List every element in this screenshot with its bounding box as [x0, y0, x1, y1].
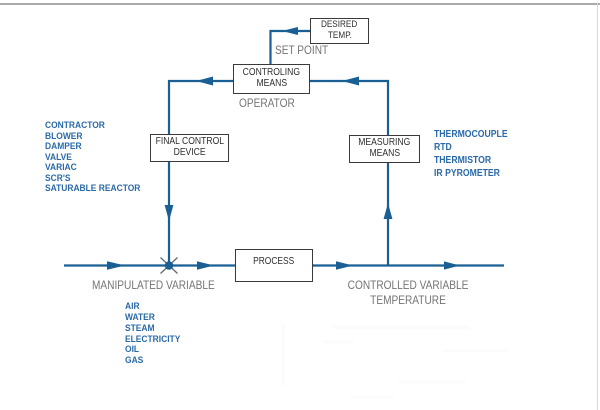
- arrowhead-main-line-2: [197, 261, 214, 270]
- list-item: SATURABLE REACTOR: [45, 183, 141, 195]
- junction-dot: [164, 261, 174, 270]
- list-item: CONTRACTOR: [45, 120, 105, 131]
- measuring-means-box: MEASURING MEANS: [349, 135, 420, 163]
- watermark-smudge: [398, 381, 466, 383]
- controlled-variable-label: CONTROLLED VARIABLE TEMPERATURE: [342, 278, 473, 308]
- list-item: VARIAC: [45, 162, 77, 174]
- desired-temp-box: DESIRED TEMP.: [310, 18, 369, 44]
- watermark-smudge: [322, 341, 352, 343]
- watermark-smudge: [352, 396, 394, 398]
- list-item: OIL: [125, 344, 140, 356]
- final-control-device-box: FINAL CONTROL DEVICE: [150, 134, 229, 162]
- list-item: THERMISTOR: [434, 154, 492, 166]
- arrowhead-main-line-1: [107, 261, 125, 270]
- list-item: VALVE: [45, 151, 72, 163]
- sensor-examples-list: THERMOCOUPLE RTD THERMISTOR IR PYROMETER: [434, 129, 508, 181]
- watermark-smudge: [282, 324, 284, 386]
- operator-label: OPERATOR: [239, 96, 295, 110]
- list-item: SCR'S: [45, 172, 71, 184]
- set-point-label: SET POINT: [275, 43, 329, 57]
- controlling-means-line1: CONTROLING: [242, 67, 301, 79]
- list-item: RTD: [434, 141, 452, 153]
- list-item: AIR: [125, 301, 140, 312]
- process-box: PROCESS: [235, 249, 313, 282]
- measuring-means-line2: MEANS: [369, 148, 400, 159]
- final-control-device-line1: FINAL CONTROL: [155, 136, 224, 148]
- manipulated-examples-list: AIR WATER STEAM ELECTRICITY OIL GAS: [125, 301, 181, 367]
- controlling-means-line2: MEANS: [256, 78, 287, 89]
- list-item: WATER: [125, 311, 155, 323]
- top-border-rule: [0, 3, 600, 5]
- list-item: THERMOCOUPLE: [434, 129, 508, 140]
- final-control-device-line2: DEVICE: [173, 147, 206, 158]
- desired-temp-line1: DESIRED: [321, 19, 358, 31]
- process-line1: PROCESS: [253, 255, 295, 267]
- arrowhead-from-desired-temp: [282, 27, 298, 35]
- controlling-means-box: CONTROLING MEANS: [233, 64, 310, 94]
- list-item: IR PYROMETER: [434, 167, 500, 179]
- arrowhead-down-final-device: [164, 205, 174, 221]
- measuring-to-controller-line: [310, 79, 390, 266]
- list-item: DAMPER: [45, 141, 82, 153]
- list-item: ELECTRICITY: [125, 333, 181, 345]
- manipulated-variable-label: MANIPULATED VARIABLE: [92, 278, 215, 292]
- controlled-variable-line2: TEMPERATURE: [370, 293, 446, 307]
- arrowhead-into-controller: [342, 76, 359, 86]
- right-border-rule: [597, 2, 599, 410]
- final-control-examples-list: CONTRACTOR BLOWER DAMPER VALVE VARIAC SC…: [45, 120, 141, 195]
- arrowhead-up-measuring: [383, 203, 393, 219]
- list-item: GAS: [125, 355, 144, 367]
- watermark-smudge: [443, 350, 507, 352]
- list-item: STEAM: [125, 322, 155, 334]
- measuring-means-line1: MEASURING: [358, 137, 411, 149]
- controller-to-final-device-line: [167, 79, 233, 266]
- desired-temp-line2: TEMP.: [327, 30, 352, 41]
- list-item: BLOWER: [45, 130, 83, 142]
- controlled-variable-line1: CONTROLLED VARIABLE: [347, 278, 469, 292]
- arrowhead-main-line-3: [336, 261, 353, 270]
- watermark-smudge: [333, 326, 469, 329]
- arrowhead-main-line-4: [444, 261, 460, 270]
- arrowhead-left-to-corner: [196, 76, 213, 86]
